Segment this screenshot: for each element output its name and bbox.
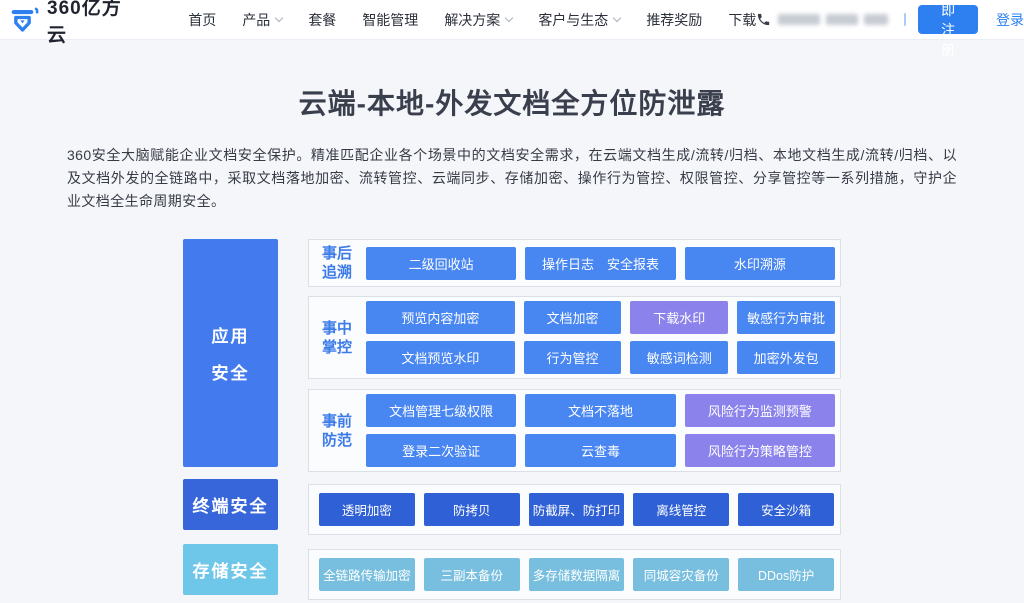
feature-box: 操作日志 安全报表 (525, 246, 676, 280)
feature-box: 防截屏、防打印 (528, 493, 625, 526)
page-description: 360安全大脑赋能企业文档安全保护。精准匹配企业各个场景中的文档安全需求，在云端… (67, 147, 957, 209)
main-nav: 首页 产品 套餐 智能管理 解决方案 客户与生态 推荐奖励 下载 (188, 10, 756, 30)
nav-item-home[interactable]: 首页 (188, 11, 217, 28)
top-navigation-bar: 360亿方云 首页 产品 套餐 智能管理 解决方案 客户与生态 推荐奖励 下载 … (0, 0, 1024, 58)
group-label: 事前 防范 (322, 412, 353, 449)
feature-box: 敏感词检测 (630, 341, 729, 374)
category-app-security: 应用 安全 (183, 239, 278, 467)
feature-box: 二级回收站 (366, 246, 517, 280)
chevron-down-icon (505, 13, 514, 23)
divider (904, 13, 907, 26)
feature-box: 风险行为策略管控 (684, 434, 835, 467)
group-post-event-tracing: 事后 追溯 二级回收站 操作日志 安全报表 水印溯源 (308, 239, 841, 287)
nav-item-plans[interactable]: 套餐 (308, 11, 337, 28)
group-label: 事后 追溯 (322, 245, 353, 281)
group-in-process-control: 事中 掌控 预览内容加密 文档加密 下载水印 敏感行为审批 文档预览水印 行为管… (308, 296, 841, 379)
header-actions: 立即注册 登录 (756, 2, 1024, 58)
feature-box: 文档预览水印 (366, 341, 515, 374)
category-terminal-security: 终端安全 (183, 479, 278, 530)
feature-box: 云查毒 (525, 434, 676, 467)
feature-box: 文档管理七级权限 (366, 394, 517, 427)
page-title: 云端-本地-外发文档全方位防泄露 (298, 88, 726, 119)
group-pre-event-prevention: 事前 防范 文档管理七级权限 文档不落地 风险行为监测预警 登录二次验证 云查毒… (308, 389, 841, 472)
feature-box: 透明加密 (319, 493, 415, 526)
group-storage-security-features: 全链路传输加密 三副本备份 多存储数据隔离 同城容灾备份 DDos防护 (308, 549, 841, 600)
security-architecture-diagram: 应用 安全 终端安全 存储安全 事后 追溯 二级回收站 操作日志 安全报表 水印… (183, 239, 841, 600)
feature-box: 敏感行为审批 (737, 301, 835, 334)
feature-box: 全链路传输加密 (319, 558, 415, 591)
feature-box: 预览内容加密 (366, 301, 515, 334)
feature-box: 三副本备份 (423, 558, 520, 591)
feature-box: 防拷贝 (423, 493, 520, 526)
category-storage-security: 存储安全 (183, 544, 278, 595)
shield-cloud-logo-icon (10, 5, 40, 35)
logo[interactable]: 360亿方云 (10, 0, 128, 47)
feature-box: 离线管控 (633, 493, 730, 526)
feature-box: 行为管控 (523, 341, 622, 374)
feature-box: 风险行为监测预警 (684, 394, 835, 427)
contact-phone (756, 12, 889, 27)
feature-box: DDos防护 (738, 558, 834, 591)
feature-box: 文档不落地 (525, 394, 676, 427)
feature-box: 文档加密 (523, 301, 622, 334)
phone-icon (756, 12, 771, 27)
feature-box: 同城容灾备份 (633, 558, 730, 591)
chevron-down-icon (275, 13, 284, 23)
nav-item-referral-rewards[interactable]: 推荐奖励 (646, 11, 703, 28)
feature-box: 多存储数据隔离 (528, 558, 625, 591)
nav-item-solutions[interactable]: 解决方案 (444, 10, 514, 30)
security-categories-column: 应用 安全 终端安全 存储安全 (183, 239, 278, 600)
chevron-down-icon (613, 13, 622, 23)
nav-item-products[interactable]: 产品 (242, 10, 284, 30)
nav-item-smart-management[interactable]: 智能管理 (362, 11, 419, 28)
logo-text: 360亿方云 (47, 0, 122, 46)
feature-box: 安全沙箱 (738, 493, 834, 526)
group-label: 事中 掌控 (322, 319, 353, 356)
nav-item-customers-ecosystem[interactable]: 客户与生态 (538, 10, 622, 30)
feature-box: 水印溯源 (684, 246, 835, 280)
register-button[interactable]: 立即注册 (918, 2, 978, 58)
login-link[interactable]: 登录 (996, 11, 1024, 28)
group-terminal-security-features: 透明加密 防拷贝 防截屏、防打印 离线管控 安全沙箱 (308, 484, 841, 535)
feature-box: 加密外发包 (737, 341, 835, 374)
feature-box: 登录二次验证 (366, 434, 517, 467)
security-features-column: 事后 追溯 二级回收站 操作日志 安全报表 水印溯源 事中 掌控 预览内容加密 … (308, 239, 841, 600)
feature-box: 下载水印 (630, 301, 729, 334)
nav-item-download[interactable]: 下载 (728, 11, 757, 28)
hero-section: 云端-本地-外发文档全方位防泄露 360安全大脑赋能企业文档安全保护。精准匹配企… (0, 82, 1024, 213)
redacted-phone-number (778, 14, 889, 25)
